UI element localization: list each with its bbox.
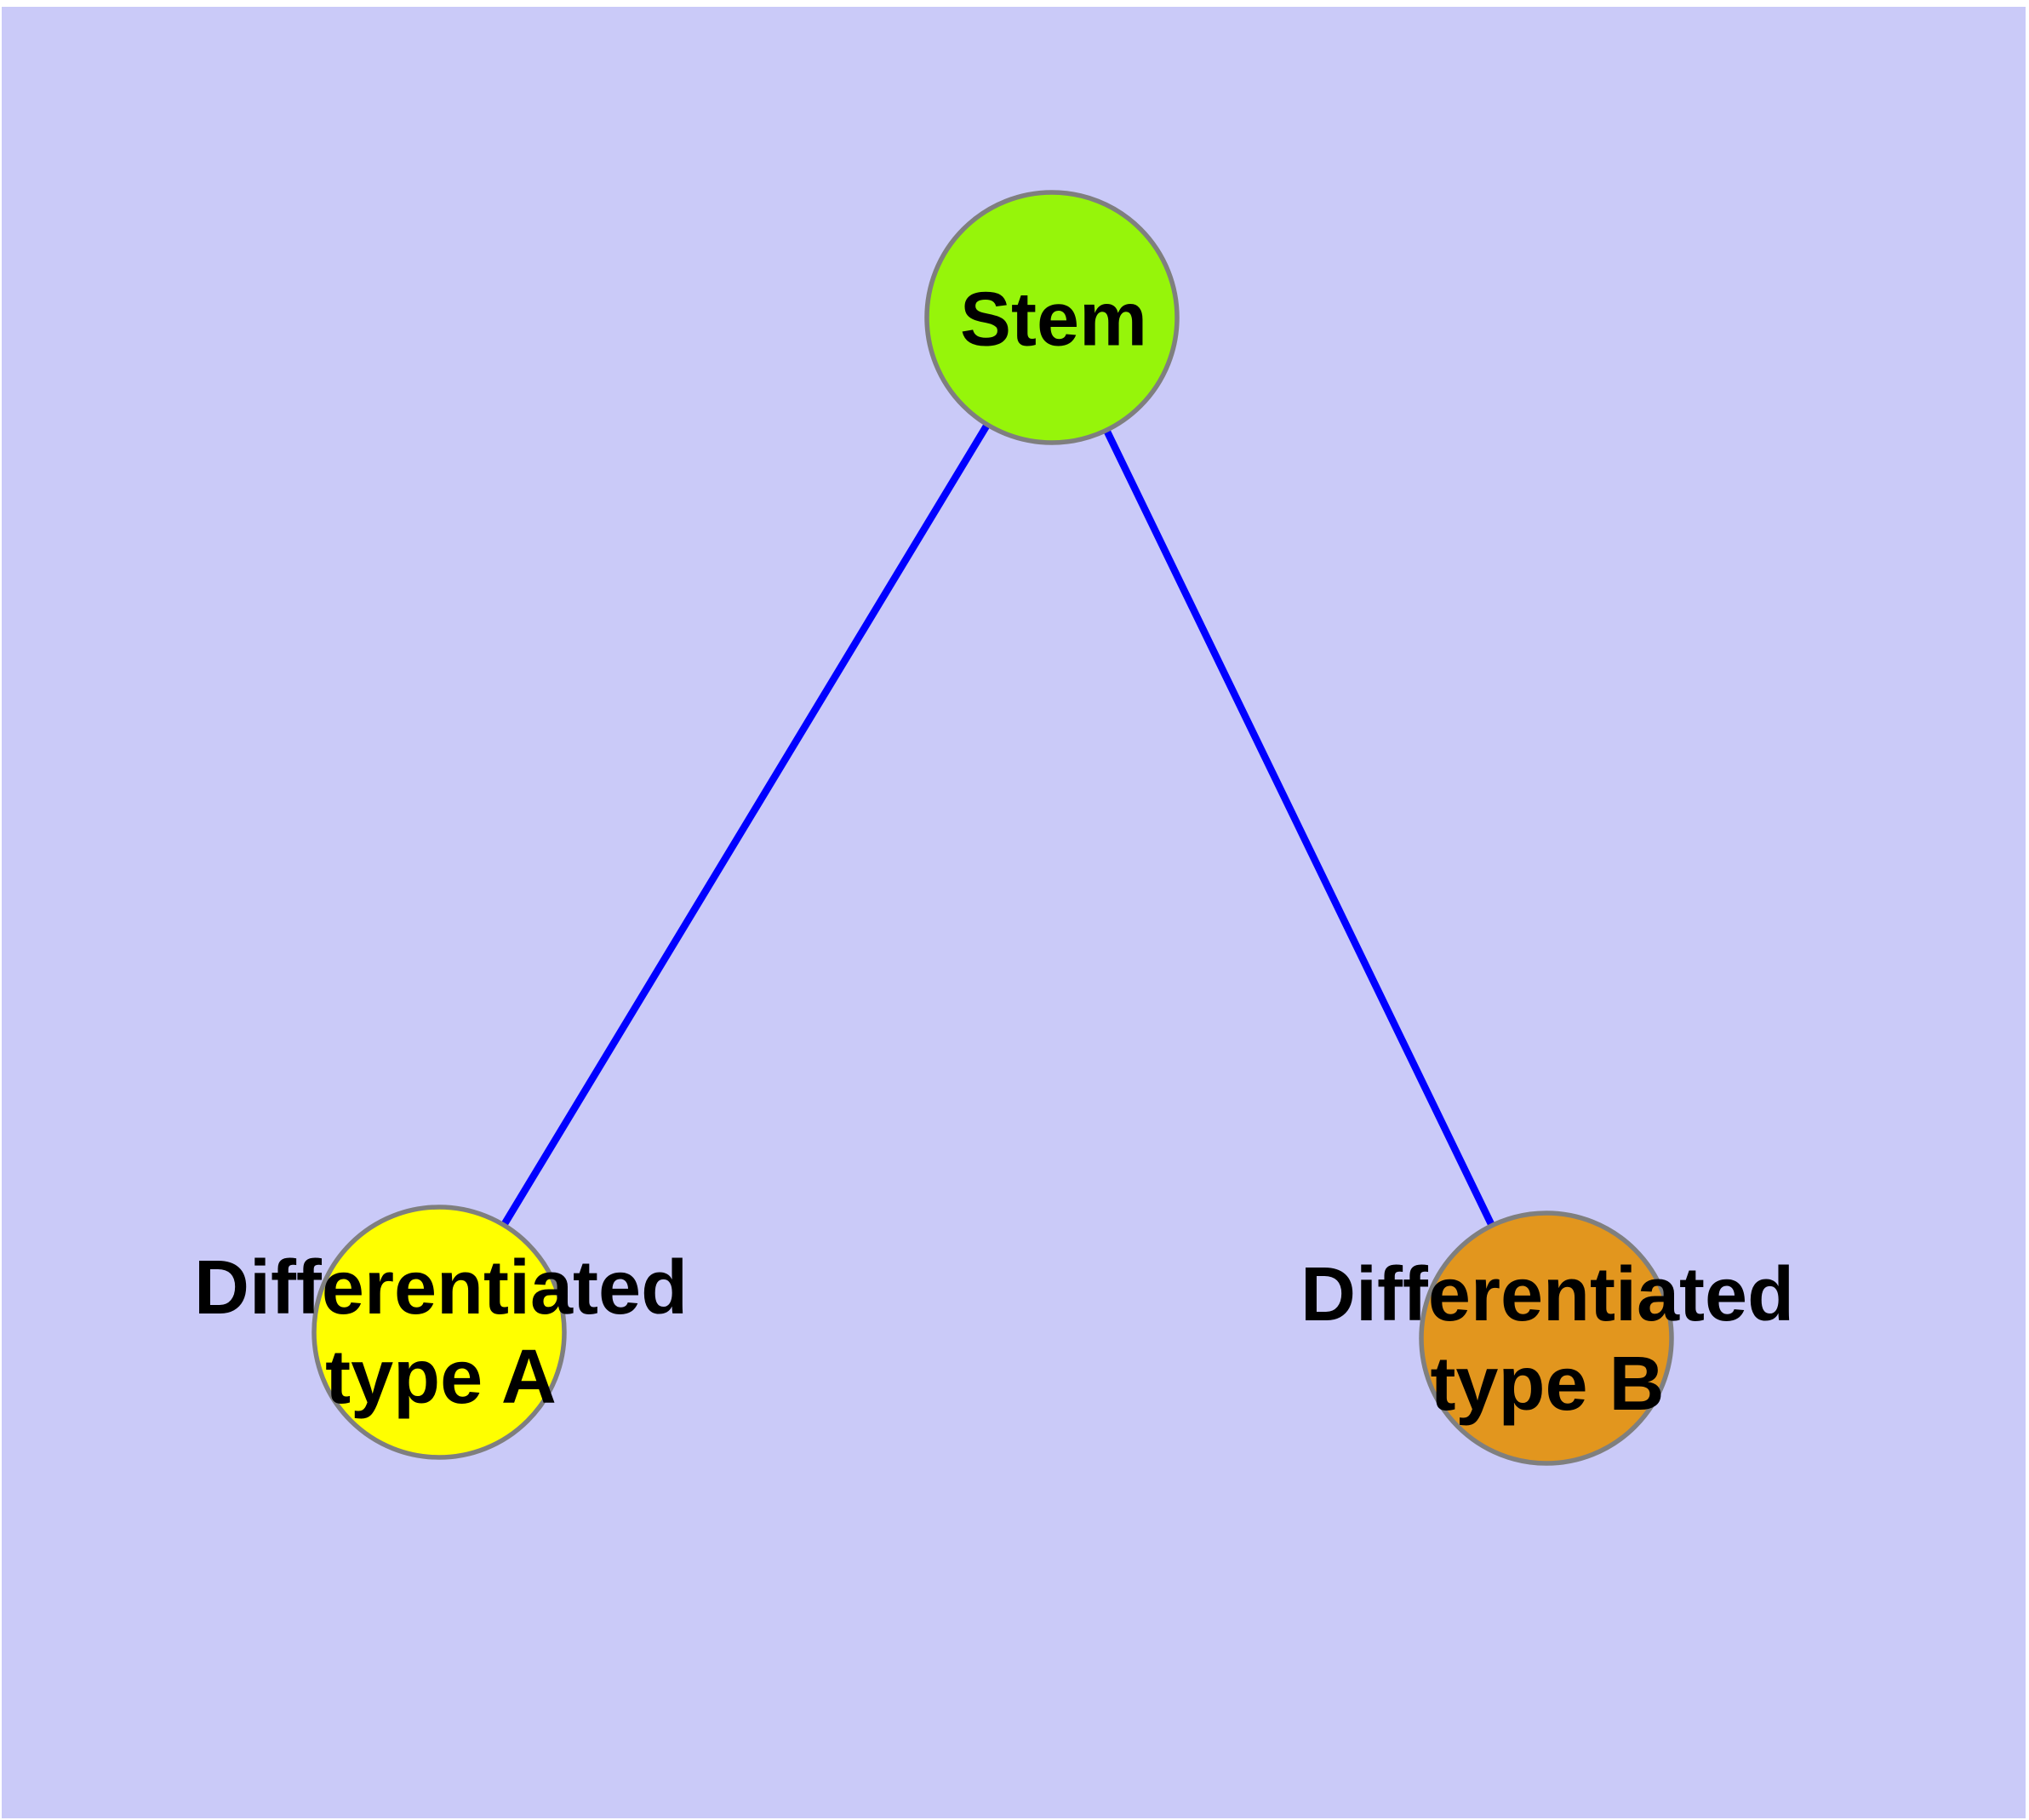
- node-differentiated-type-a: [311, 1205, 567, 1460]
- node-differentiated-type-b: [1419, 1210, 1674, 1466]
- node-stem: [924, 190, 1180, 445]
- edge-stem-to-type-b: [1049, 316, 1550, 1340]
- edge-stem-to-type-a: [436, 315, 1055, 1335]
